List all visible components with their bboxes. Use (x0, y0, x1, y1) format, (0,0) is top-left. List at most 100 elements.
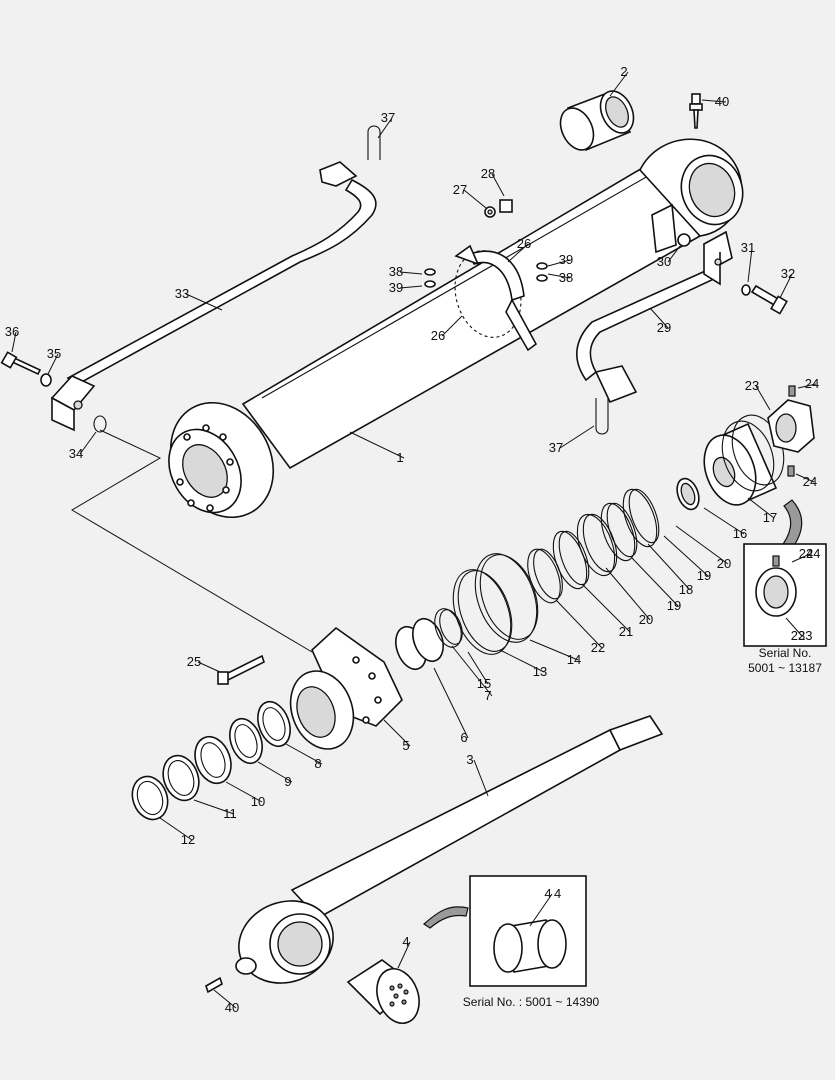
callout-c40a: 40 (715, 94, 729, 109)
callout-leader-c24b (795, 473, 815, 483)
callout-leader-c39b (547, 259, 571, 267)
callout-leader-c23b (785, 617, 803, 637)
callout-c15: 15 (477, 676, 491, 691)
callout-c27: 27 (453, 182, 467, 197)
callout-c22: 22 (591, 640, 605, 655)
callout-leader-c6 (433, 667, 469, 739)
callout-leader-c35 (47, 353, 59, 375)
callout-c11: 11 (223, 806, 237, 821)
pipe-33 (50, 125, 381, 432)
callout-c29: 29 (657, 320, 671, 335)
callout-leader-c5 (383, 719, 411, 747)
seal-rings (395, 477, 700, 671)
callout-leader-c40b (213, 989, 237, 1009)
callout-leader-c24c (791, 553, 811, 563)
callout-c10: 10 (251, 794, 265, 809)
callout-leader-c14 (529, 639, 579, 661)
callout-c9: 9 (284, 774, 291, 789)
callout-c30: 30 (657, 254, 671, 269)
callout-leader-c24a (797, 383, 817, 389)
callout-leader-c37b (559, 425, 595, 449)
callout-leader-c20b (675, 525, 729, 565)
callout-leader-c13 (499, 649, 545, 673)
inset-nut-serial-line2: 5001 ~ 13187 (748, 661, 822, 675)
callout-leader-c37a (377, 117, 393, 139)
callout-leader-c15 (467, 651, 489, 685)
callout-c37a: 37 (381, 110, 395, 125)
callout-c4a: 4 (402, 934, 409, 949)
callout-c35: 35 (47, 346, 61, 361)
callout-leader-c4b (529, 893, 553, 927)
callout-leader-c8 (285, 743, 323, 765)
callout-leader-c21 (581, 583, 631, 633)
callout-c28: 28 (481, 166, 495, 181)
callout-leader-c23a (755, 385, 771, 411)
callout-c7: 7 (484, 688, 491, 703)
callout-leader-c19a (631, 557, 679, 607)
callout-c18: 18 (679, 582, 693, 597)
callout-leader-c30 (667, 245, 681, 263)
callout-leader-c38b (547, 273, 571, 279)
callout-leader-c39a (399, 285, 423, 289)
callout-c32: 32 (781, 266, 795, 281)
callout-c36: 36 (5, 324, 19, 339)
callout-leader-c22 (555, 599, 603, 649)
inset-bushing-caption: Serial No. : 5001 ~ 14390 (463, 995, 600, 1009)
inset-bushing-serial: 4 Serial No. : 5001 ~ 14390 (463, 875, 600, 1009)
collar-bolt-holes (176, 424, 234, 512)
callout-c37b: 37 (549, 440, 563, 455)
callout-leader-c32 (779, 273, 793, 299)
gland-rings (131, 700, 291, 821)
callout-c16: 16 (733, 526, 747, 541)
callout-c31: 31 (741, 240, 755, 255)
callout-c4b: 4 (544, 886, 551, 901)
inset-bushing-callout-4: 4 (554, 886, 561, 901)
callout-leader-c18 (647, 543, 691, 591)
callout-c38a: 38 (389, 264, 403, 279)
inset-nut-callout-24: 24 (806, 546, 820, 561)
callout-c17: 17 (763, 510, 777, 525)
callout-leader-c16 (703, 507, 745, 535)
inset-nut-callout-23: 23 (798, 628, 812, 643)
callout-c19b: 19 (697, 568, 711, 583)
pipe-clamp-26 (454, 244, 538, 352)
callout-c25: 25 (187, 654, 201, 669)
callout-leader-c29 (649, 307, 669, 329)
piston-rod-3 (205, 715, 664, 994)
callout-leader-c31 (747, 247, 753, 283)
callout-c20b: 20 (717, 556, 731, 571)
callout-c23b: 23 (791, 628, 805, 643)
callout-leader-c4a (397, 941, 411, 969)
callout-c39a: 39 (389, 280, 403, 295)
part-callouts: 1234456789101112131415161718191920202122… (5, 64, 819, 1015)
callout-leader-c10 (225, 781, 263, 803)
callout-c39b: 39 (559, 252, 573, 267)
callout-leader-c12 (159, 817, 193, 841)
piston-nut-23 (767, 385, 815, 477)
callout-c8: 8 (314, 756, 321, 771)
callout-c20a: 20 (639, 612, 653, 627)
bushing-4 (346, 959, 420, 1024)
callout-leader-c36 (11, 331, 17, 353)
callout-c33: 33 (175, 286, 189, 301)
grease-nipple-top (689, 93, 703, 129)
callout-c19a: 19 (667, 598, 681, 613)
callout-c5: 5 (402, 738, 409, 753)
callout-c2: 2 (620, 64, 627, 79)
callout-leader-c40a (701, 99, 727, 103)
callout-leader-c3 (473, 759, 489, 797)
callout-c21: 21 (619, 624, 633, 639)
callout-c24b: 24 (803, 474, 817, 489)
callout-c26b: 26 (431, 328, 445, 343)
callout-leader-c2 (609, 71, 629, 97)
callout-c1: 1 (396, 450, 403, 465)
piston-17 (703, 414, 785, 506)
callout-c3: 3 (466, 752, 473, 767)
callout-c40b: 40 (225, 1000, 239, 1015)
callout-leader-c7 (451, 645, 493, 697)
callout-leader-c1 (349, 431, 405, 459)
callout-leader-c27 (463, 189, 487, 209)
callout-c24a: 24 (805, 376, 819, 391)
pipe-29 (576, 230, 733, 435)
callout-leader-c34 (79, 431, 97, 455)
